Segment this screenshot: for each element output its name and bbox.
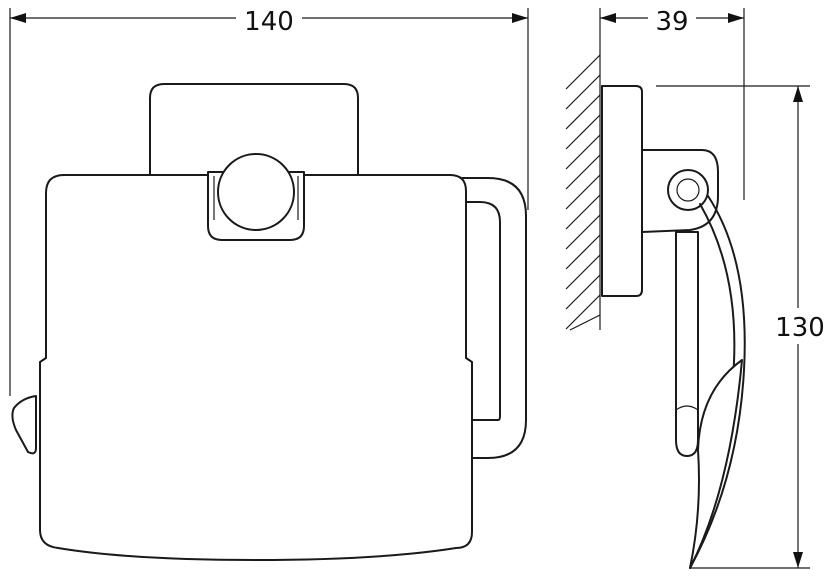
wall-hatching: [565, 50, 601, 331]
hinge-inner: [213, 176, 299, 220]
height-label-bg: [772, 308, 828, 344]
side-cover: [689, 195, 746, 569]
height-label: 130: [775, 313, 825, 343]
dimension-depth: 39: [599, 4, 745, 200]
dimension-height: 130: [656, 85, 828, 569]
side-mount-base: [601, 85, 643, 297]
dimension-width: 140: [9, 4, 529, 396]
side-hinge-outer: [667, 169, 709, 211]
cover-fold-left: [39, 357, 47, 363]
side-pin: [11, 395, 37, 455]
depth-arrow-left: [600, 13, 616, 23]
front-view: [11, 83, 527, 561]
depth-label-bg: [648, 4, 696, 34]
depth-arrow-right: [728, 13, 744, 23]
depth-label: 39: [655, 7, 688, 37]
width-label-bg: [236, 4, 302, 34]
hinge-knob: [217, 153, 295, 231]
width-arrow-left: [10, 13, 26, 23]
height-arrow-bottom: [793, 552, 803, 568]
mounting-plate: [149, 83, 359, 178]
cover-fold-right: [465, 357, 473, 363]
side-roll-bar: [675, 231, 699, 457]
width-label: 140: [244, 7, 294, 37]
height-arrow-top: [793, 86, 803, 102]
width-arrow-right: [512, 13, 528, 23]
side-hinge-inner: [676, 178, 700, 202]
side-roll-bar-end: [675, 405, 699, 411]
side-cover-tip: [689, 359, 743, 569]
cover-flap: [39, 174, 473, 561]
side-view: [565, 50, 746, 569]
